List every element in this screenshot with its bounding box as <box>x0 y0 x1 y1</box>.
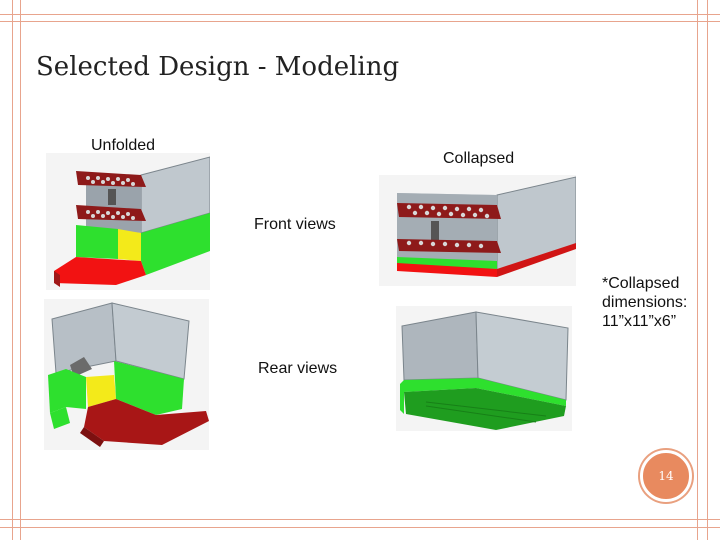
slide-title: Selected Design - Modeling <box>36 52 400 82</box>
unfolded-label: Unfolded <box>91 137 156 154</box>
page-number-badge: 14 <box>640 450 692 502</box>
collapsed-label: Collapsed <box>443 150 515 167</box>
collapsed-dimensions-note: *Collapsed dimensions: 11”x11”x6” <box>602 274 687 331</box>
decorative-frame-bottom <box>0 519 720 528</box>
rear-views-label: Rear views <box>258 360 338 377</box>
front-views-label: Front views <box>254 216 336 233</box>
collapsed-front-view-image <box>379 175 576 286</box>
page-number: 14 <box>658 469 674 483</box>
collapsed-rear-view-image <box>396 306 572 431</box>
unfolded-front-view-image <box>46 153 210 290</box>
decorative-frame-left <box>12 0 21 540</box>
unfolded-rear-view-image <box>44 299 209 450</box>
collapsed-note-line-1: *Collapsed <box>602 275 680 292</box>
collapsed-note-line-2: dimensions: <box>602 294 688 311</box>
decorative-frame-right <box>697 0 708 540</box>
decorative-frame-top <box>0 14 720 22</box>
collapsed-note-line-3: 11”x11”x6” <box>602 313 677 330</box>
